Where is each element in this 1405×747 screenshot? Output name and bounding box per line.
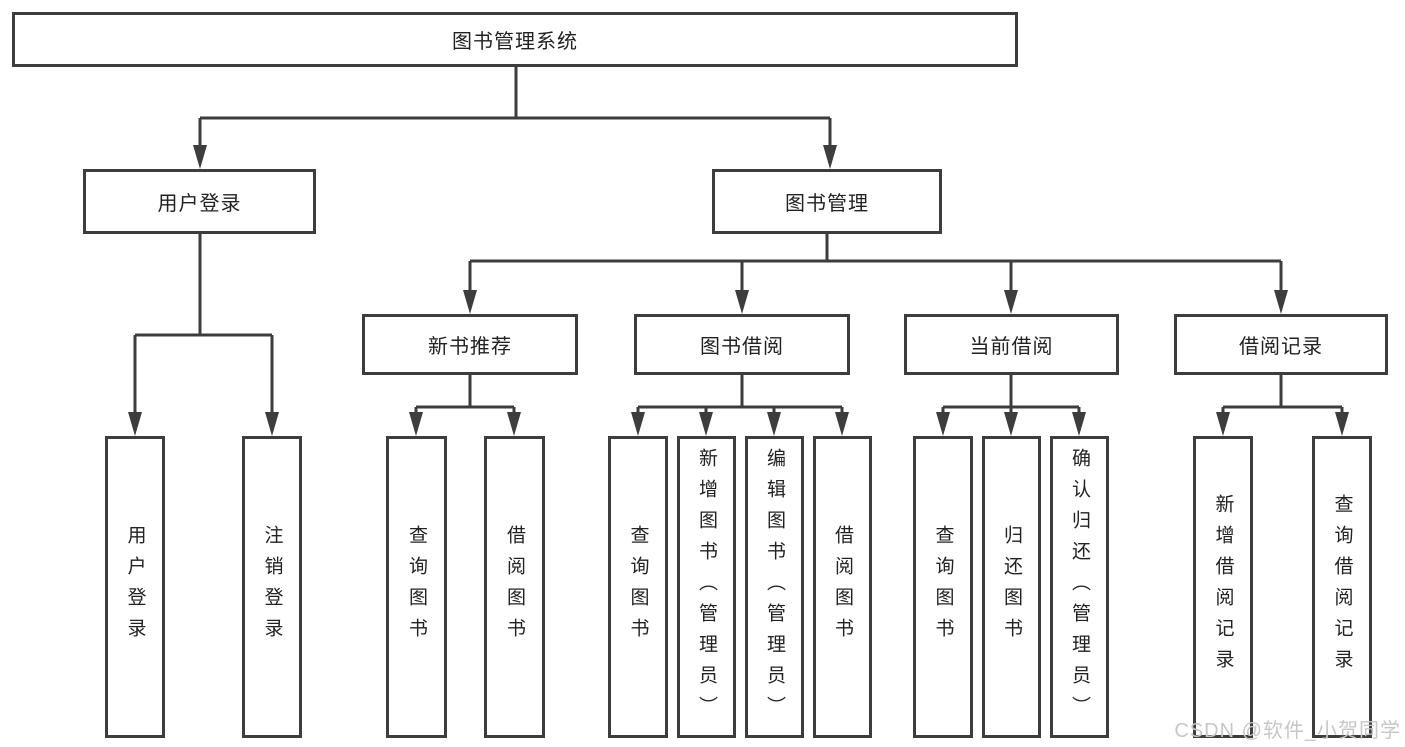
leaf-cb-return-books: 归还图书 xyxy=(982,436,1041,738)
node-label: 确认归还（管理员） xyxy=(1069,447,1090,727)
leaf-logout: 注销登录 xyxy=(242,436,302,738)
node-current-borrowing: 当前借阅 xyxy=(904,314,1119,375)
leaf-bb-query-books: 查询图书 xyxy=(608,436,668,738)
leaf-bb-add-books-admin: 新增图书（管理员） xyxy=(677,436,736,738)
node-label: 编辑图书（管理员） xyxy=(764,447,785,727)
arrowhead-icons xyxy=(128,145,1349,436)
node-label: 用户登录 xyxy=(157,193,242,215)
leaf-bb-borrow-books: 借阅图书 xyxy=(813,436,872,738)
leaf-br-query-record: 查询借阅记录 xyxy=(1312,436,1372,738)
node-label: 当前借阅 xyxy=(969,336,1054,358)
leaf-cb-query-books: 查询图书 xyxy=(913,436,973,738)
node-label: 新书推荐 xyxy=(428,336,512,358)
leaf-rec-borrow-books: 借阅图书 xyxy=(484,436,545,738)
node-user-login: 用户登录 xyxy=(83,169,316,234)
node-book-management: 图书管理 xyxy=(712,169,942,234)
node-label: 图书管理 xyxy=(785,193,869,215)
leaf-br-add-record: 新增借阅记录 xyxy=(1193,436,1253,738)
node-label: 新增借阅记录 xyxy=(1212,494,1234,680)
node-label: 图书管理系统 xyxy=(452,31,578,53)
node-label: 用户登录 xyxy=(124,525,146,649)
node-book-borrowing: 图书借阅 xyxy=(634,314,850,375)
node-borrowing-records: 借阅记录 xyxy=(1174,314,1388,375)
node-label: 查询借阅记录 xyxy=(1331,494,1353,680)
node-label: 查询图书 xyxy=(932,525,954,649)
node-label: 图书借阅 xyxy=(700,336,784,358)
leaf-cb-confirm-return-admin: 确认归还（管理员） xyxy=(1050,436,1109,738)
node-label: 查询图书 xyxy=(406,525,427,649)
node-root-library-system: 图书管理系统 xyxy=(12,12,1018,67)
node-label: 新增图书（管理员） xyxy=(696,447,717,727)
node-label: 借阅图书 xyxy=(504,525,525,649)
leaf-bb-edit-books-admin: 编辑图书（管理员） xyxy=(745,436,804,738)
csdn-watermark: CSDN @软件_小贺同学 xyxy=(1174,720,1401,742)
node-label: 借阅记录 xyxy=(1239,336,1323,358)
leaf-user-login: 用户登录 xyxy=(105,436,165,738)
node-label: 查询图书 xyxy=(627,525,649,649)
leaf-rec-query-books: 查询图书 xyxy=(386,436,447,738)
node-label: 归还图书 xyxy=(1001,525,1022,649)
node-label: 借阅图书 xyxy=(832,525,853,649)
node-label: 注销登录 xyxy=(261,525,283,649)
node-new-book-recommendation: 新书推荐 xyxy=(362,314,578,375)
